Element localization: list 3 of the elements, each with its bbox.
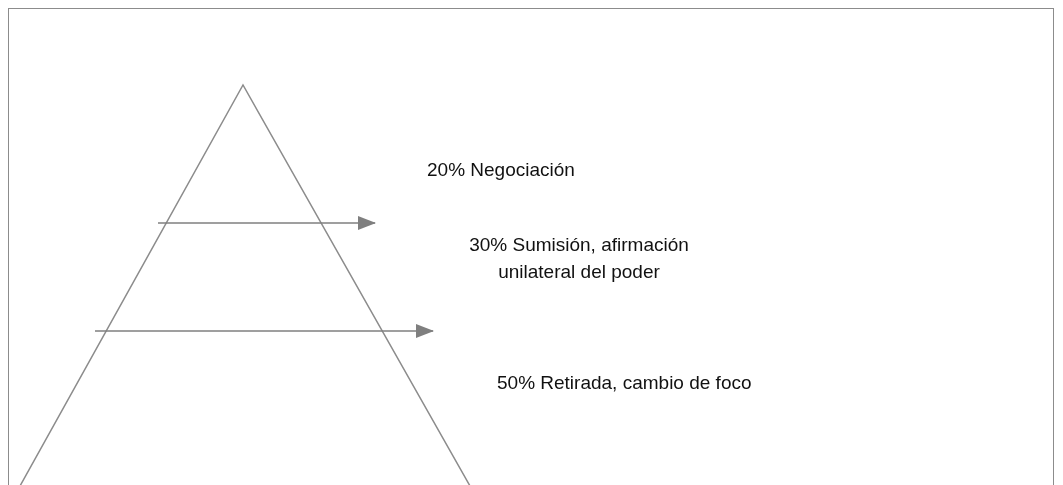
level-label: 50% Retirada, cambio de foco	[497, 371, 752, 395]
level-label: 20% Negociación	[427, 158, 575, 182]
level-label: 30% Sumisión, afirmación unilateral del poder	[468, 233, 690, 284]
